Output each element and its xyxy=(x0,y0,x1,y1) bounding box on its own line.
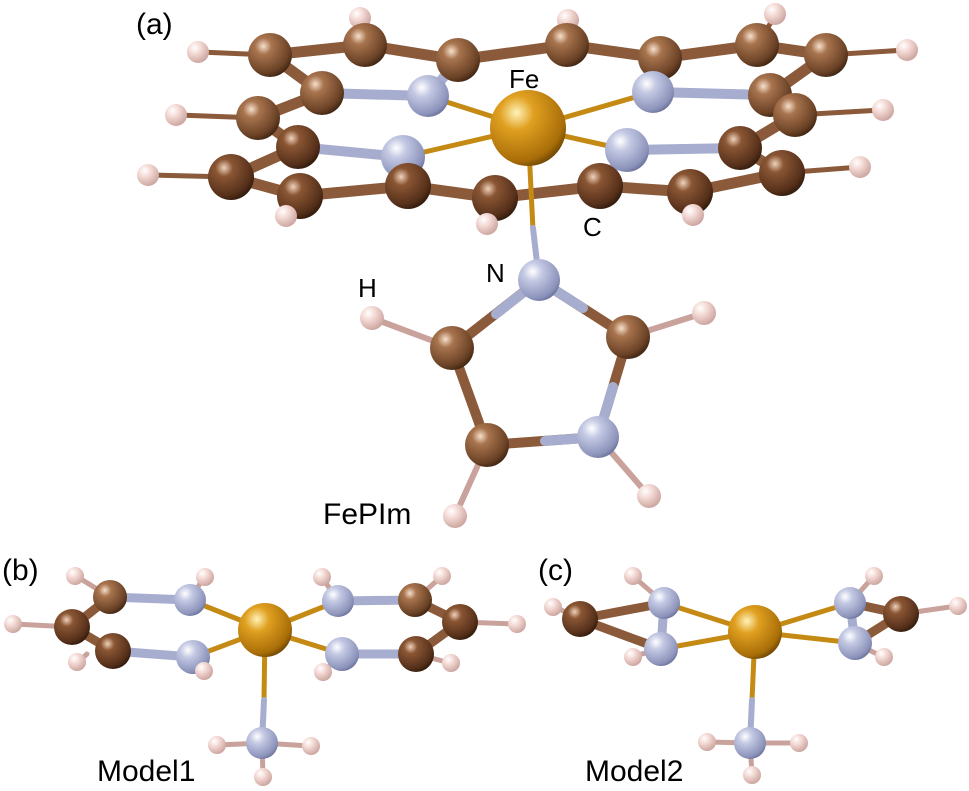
hydrogen-atom xyxy=(637,484,661,508)
iron-atom xyxy=(490,90,566,166)
carbon-atom xyxy=(208,154,254,200)
carbon-atom xyxy=(398,583,432,617)
nitrogen-atom xyxy=(325,637,359,671)
carbon-atom xyxy=(718,126,762,170)
hydrogen-atom xyxy=(544,598,562,616)
nitrogen-atom xyxy=(632,71,674,113)
carbon-atom xyxy=(606,315,650,359)
hydrogen-atom xyxy=(692,301,716,325)
hydrogen-atom xyxy=(442,654,460,672)
hydrogen-atom xyxy=(896,39,918,61)
hydrogen-atom xyxy=(443,504,467,528)
model2-caption: Model2 xyxy=(585,755,683,788)
carbon-atom xyxy=(465,423,509,467)
carbon-atom xyxy=(883,596,919,632)
hydrogen-atom xyxy=(302,737,320,755)
carbon-atom xyxy=(804,33,848,77)
hydrogen-atom xyxy=(682,204,704,226)
hydrogen-atom xyxy=(476,213,498,235)
panel-c-atoms xyxy=(544,567,967,784)
n-atom-label: N xyxy=(486,258,505,288)
hydrogen-atom xyxy=(208,736,226,754)
hydrogen-atom xyxy=(764,3,786,25)
carbon-atom xyxy=(398,636,434,672)
hydrogen-atom xyxy=(865,567,883,585)
hydrogen-atom xyxy=(790,734,808,752)
hydrogen-atom xyxy=(360,306,384,330)
carbon-atom xyxy=(577,163,623,209)
nitrogen-atom xyxy=(577,416,619,458)
hydrogen-atom xyxy=(313,568,331,586)
carbon-atom xyxy=(385,163,431,209)
panel-b-label: (b) xyxy=(2,554,39,587)
carbon-atom xyxy=(430,326,474,370)
carbon-atom xyxy=(276,125,320,169)
carbon-atom xyxy=(436,38,480,82)
nitrogen-atom xyxy=(644,632,678,666)
carbon-atom xyxy=(248,33,292,77)
model1-caption: Model1 xyxy=(97,755,195,788)
hydrogen-atom xyxy=(949,597,967,615)
hydrogen-atom xyxy=(314,663,332,681)
hydrogen-atom xyxy=(4,615,22,633)
hydrogen-atom xyxy=(433,567,451,585)
nitrogen-atom xyxy=(246,727,278,759)
carbon-atom xyxy=(95,633,131,669)
fe-atom-label: Fe xyxy=(509,64,539,94)
hydrogen-atom xyxy=(872,99,894,121)
nitrogen-atom xyxy=(834,587,866,619)
h-atom-label: H xyxy=(358,273,377,303)
panel-a-atoms xyxy=(137,3,918,528)
panel-b: (b) Model1 xyxy=(2,554,526,788)
hydrogen-atom xyxy=(187,41,209,63)
carbon-atom xyxy=(54,609,90,645)
carbon-atom xyxy=(638,36,682,80)
fepim-caption: FePIm xyxy=(323,498,411,531)
hydrogen-atom xyxy=(137,164,159,186)
panel-b-atoms xyxy=(4,567,526,786)
hydrogen-atom xyxy=(624,567,642,585)
carbon-atom xyxy=(773,93,817,137)
hydrogen-atom xyxy=(875,648,893,666)
hydrogen-atom xyxy=(195,662,213,680)
panel-a-label: (a) xyxy=(136,8,173,41)
panel-c-label: (c) xyxy=(538,554,573,587)
carbon-atom xyxy=(667,169,713,215)
hydrogen-atom xyxy=(165,104,187,126)
panel-c: (c) Model2 xyxy=(538,554,967,788)
hydrogen-atom xyxy=(849,156,871,178)
iron-atom xyxy=(238,603,292,657)
hydrogen-atom xyxy=(66,567,84,585)
hydrogen-atom xyxy=(275,205,297,227)
nitrogen-atom xyxy=(838,626,872,660)
hydrogen-atom xyxy=(196,568,214,586)
hydrogen-atom xyxy=(698,733,716,751)
nitrogen-atom xyxy=(605,128,649,172)
carbon-atom xyxy=(343,23,387,67)
nitrogen-atom xyxy=(322,585,354,617)
hydrogen-atom xyxy=(508,615,526,633)
nitrogen-atom xyxy=(407,75,449,117)
hydrogen-atom xyxy=(743,766,761,784)
nitrogen-atom xyxy=(174,584,206,616)
carbon-atom xyxy=(562,601,598,637)
hydrogen-atom xyxy=(68,653,86,671)
nitrogen-atom xyxy=(518,259,560,301)
iron-atom xyxy=(728,605,782,659)
hydrogen-atom xyxy=(254,768,272,786)
carbon-atom xyxy=(236,96,280,140)
panel-a: (a) Fe C N H FePIm xyxy=(136,3,918,531)
nitrogen-atom xyxy=(648,587,680,619)
carbon-atom xyxy=(759,150,805,196)
hydrogen-atom xyxy=(624,648,642,666)
c-atom-label: C xyxy=(583,212,602,242)
carbon-atom xyxy=(442,604,478,640)
carbon-atom xyxy=(300,71,344,115)
carbon-atom xyxy=(93,580,127,614)
nitrogen-atom xyxy=(734,727,766,759)
carbon-atom xyxy=(545,23,589,67)
carbon-atom xyxy=(735,23,779,67)
carbon-atom xyxy=(472,175,518,221)
